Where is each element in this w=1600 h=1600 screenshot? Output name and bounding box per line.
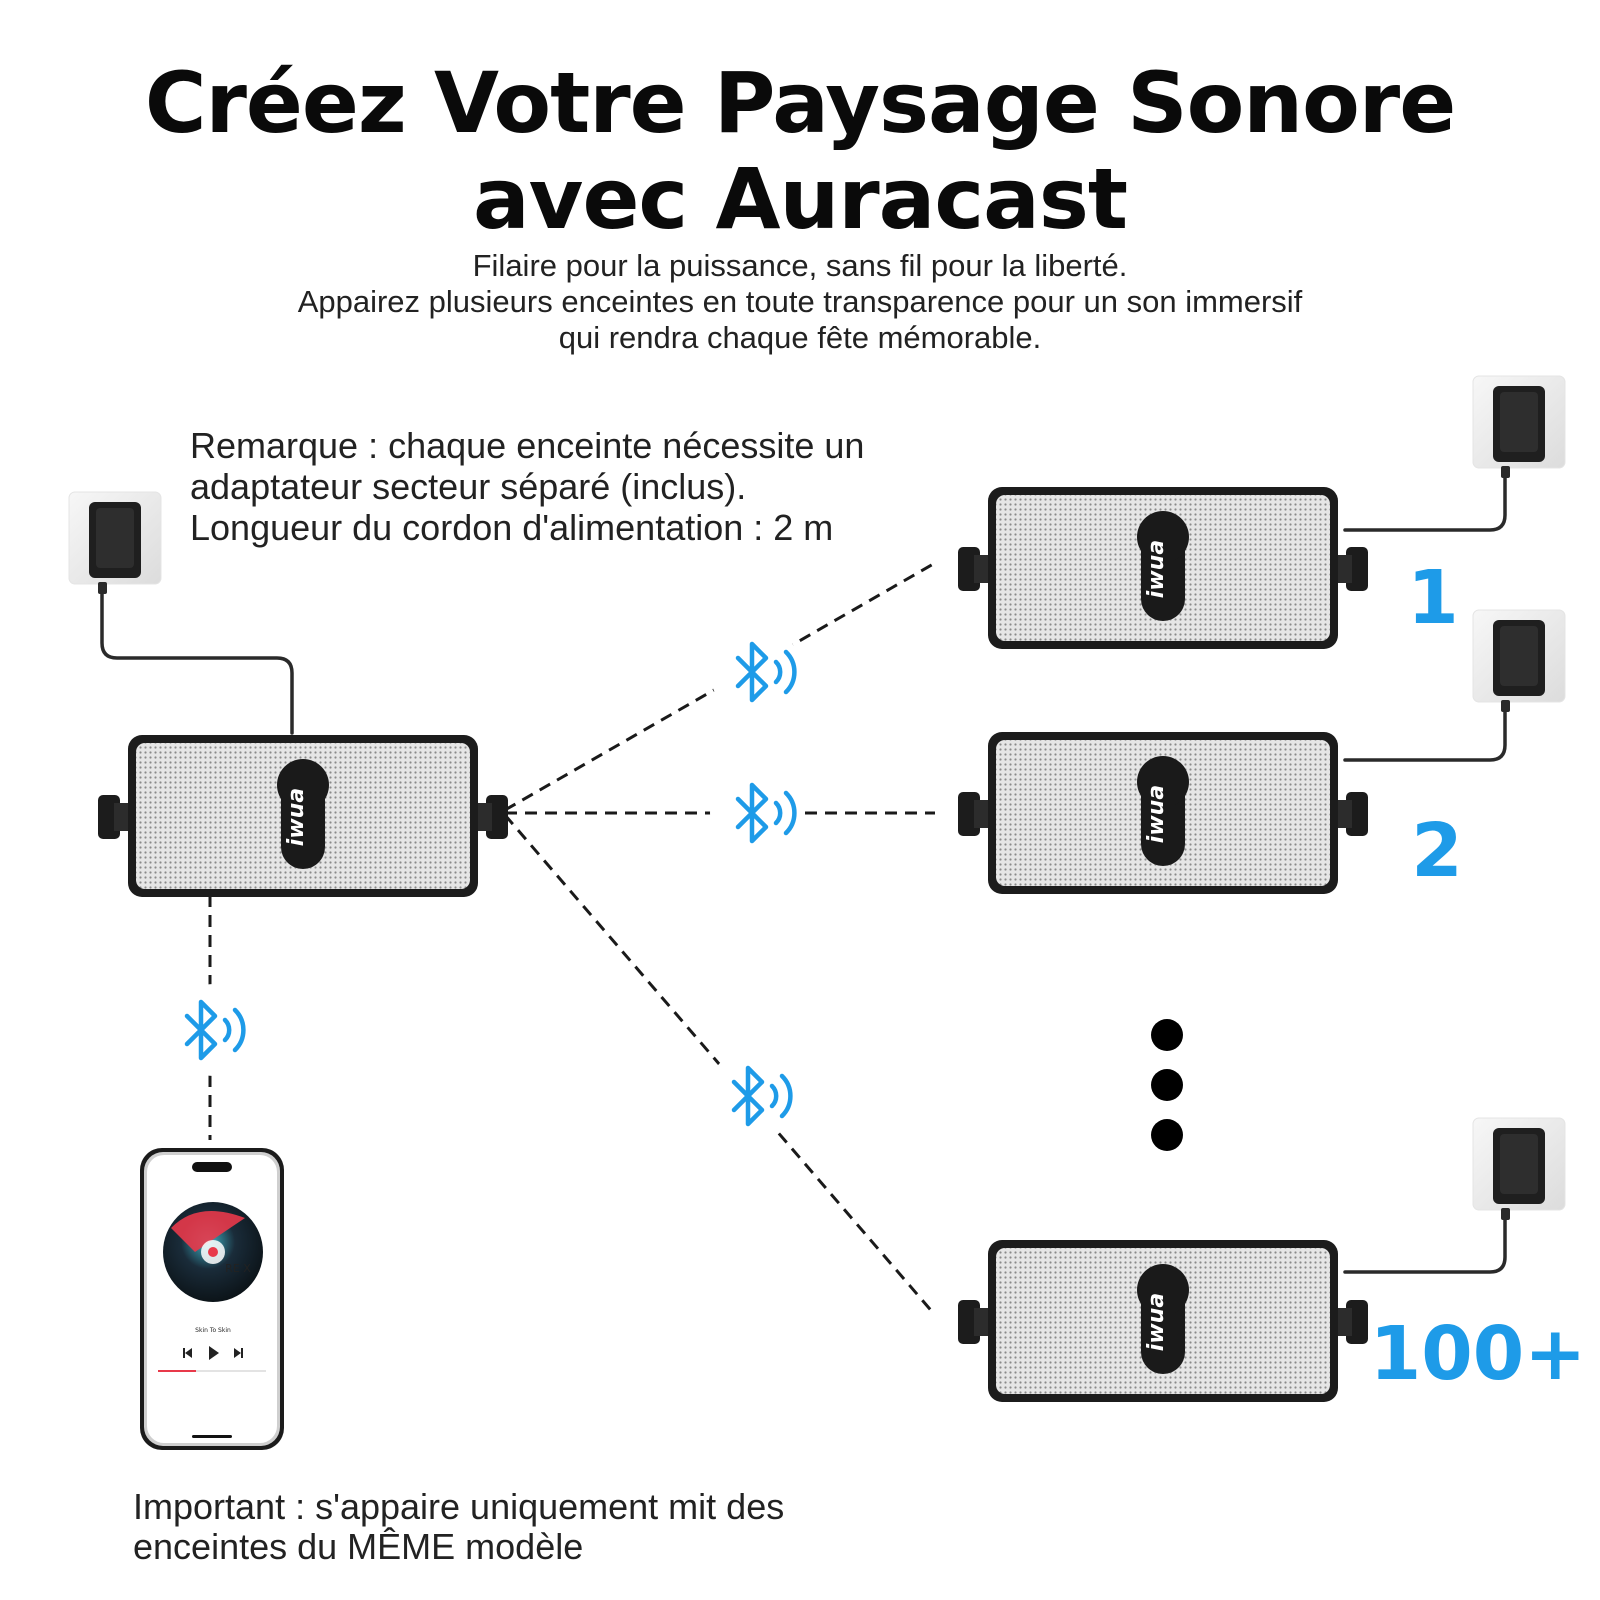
power-note-line-2: adaptateur secteur séparé (inclus). xyxy=(190,466,747,507)
power-cord-speaker-2 xyxy=(1343,701,1507,762)
wireless-links xyxy=(208,561,937,1316)
power-cords xyxy=(100,468,1507,1274)
subtitle: Filaire pour la puissance, sans fil pour… xyxy=(0,248,1600,356)
power-adapter-icon xyxy=(1472,609,1566,703)
speaker-brand-logo: iwua xyxy=(284,788,309,846)
important-note-line-2: enceintes du MÊME modèle xyxy=(133,1526,584,1567)
important-note-line-1: Important : s'appaire uniquement mit des xyxy=(133,1486,785,1527)
power-adapter-icon xyxy=(1472,375,1566,469)
important-note: Important : s'appaire uniquement mit des… xyxy=(133,1487,784,1567)
subtitle-line-2: Appairez plusieurs enceintes en toute tr… xyxy=(297,284,1303,319)
speaker-label-100-plus: 100+ xyxy=(1370,1311,1586,1397)
subtitle-line-3: qui rendra chaque fête mémorable. xyxy=(558,320,1042,355)
page-title: Créez Votre Paysage Sonore avec Auracast xyxy=(0,55,1600,247)
speaker-100-plus: iwua xyxy=(958,1240,1368,1402)
album-disc: RE X xyxy=(163,1202,263,1302)
speaker-brand-logo: iwua xyxy=(1144,540,1169,598)
power-note-line-3: Longueur du cordon d'alimentation : 2 m xyxy=(190,507,834,548)
power-cord-source xyxy=(100,588,294,735)
speaker-1: iwua xyxy=(958,487,1368,649)
disc-text: RE X xyxy=(225,1262,251,1275)
phone-playback-controls xyxy=(183,1346,243,1360)
phone-song-title: Skin To Skin xyxy=(195,1327,231,1334)
power-note-line-1: Remarque : chaque enceinte nécessite un xyxy=(190,425,865,466)
subtitle-line-1: Filaire pour la puissance, sans fil pour… xyxy=(472,248,1128,283)
power-adapter-icon xyxy=(1472,1117,1566,1211)
power-cord-speaker-100 xyxy=(1343,1210,1507,1274)
power-cord-speaker-1 xyxy=(1343,468,1507,532)
title-line-2: avec Auracast xyxy=(473,150,1128,248)
power-adapter-icon xyxy=(68,491,162,585)
speaker-brand-logo: iwua xyxy=(1144,1293,1169,1351)
speaker-2: iwua xyxy=(958,732,1368,894)
speaker-label-2: 2 xyxy=(1411,808,1463,894)
smartphone: RE X Skin To Skin xyxy=(140,1148,284,1450)
speaker-label-1: 1 xyxy=(1407,555,1459,641)
power-note: Remarque : chaque enceinte nécessite un … xyxy=(190,425,864,548)
vertical-ellipsis-icon xyxy=(1151,1019,1183,1151)
source-speaker: iwua xyxy=(98,735,508,897)
title-line-1: Créez Votre Paysage Sonore xyxy=(144,54,1456,152)
speaker-brand-logo: iwua xyxy=(1144,785,1169,843)
